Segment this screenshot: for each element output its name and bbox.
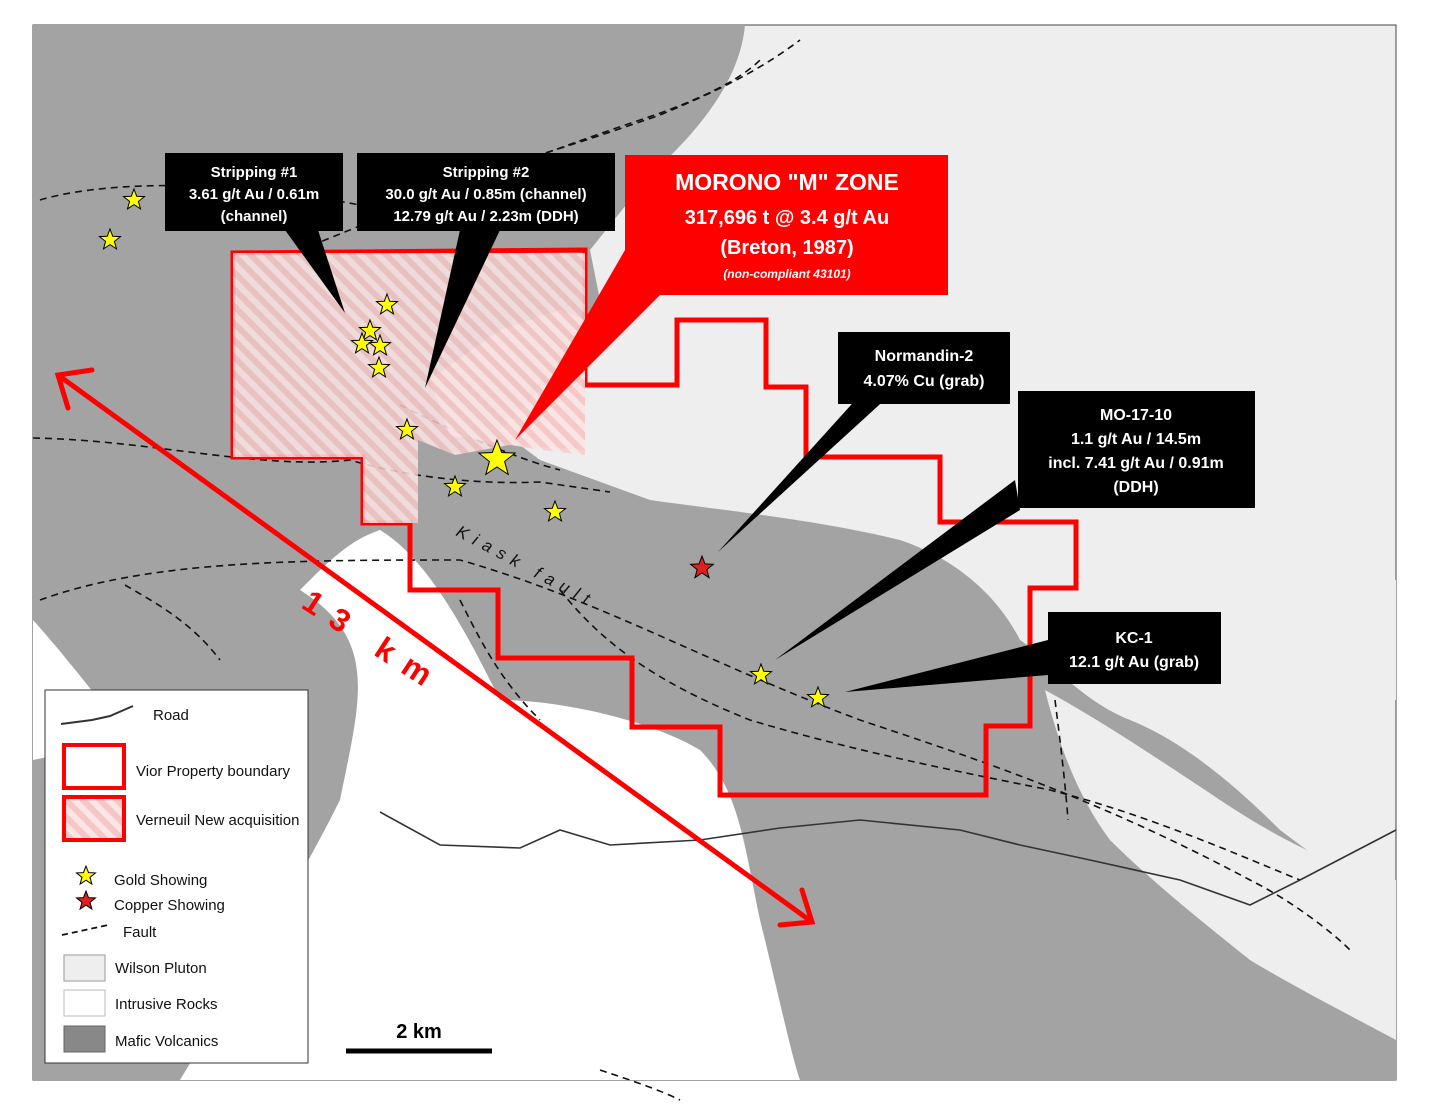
legend-pluton-label: Wilson Pluton: [115, 960, 207, 977]
callout-morono: MORONO "M" ZONE 317,696 t @ 3.4 g/t Au (…: [625, 155, 948, 295]
gold-showing-star-icon: [98, 227, 122, 251]
callout-stripping2-line3: 12.79 g/t Au / 2.23m (DDH): [393, 208, 578, 225]
legend-mafic-symbol: [63, 1025, 106, 1053]
callout-stripping1-line3: (channel): [221, 208, 288, 225]
legend-gold-star-icon: [75, 864, 97, 886]
gold-showing-star-icon: [358, 318, 382, 342]
verneuil-new-acquisition-extension: [430, 310, 585, 455]
legend-copper-star-shape: [75, 889, 97, 911]
legend-property-label: Vior Property boundary: [136, 763, 290, 780]
gold-showings: [98, 187, 830, 709]
legend-acquisition-symbol: [62, 795, 126, 842]
morono-title: MORONO "M" ZONE: [675, 169, 899, 195]
scale-label: 2 km: [396, 1021, 442, 1043]
legend-gold-star-shape: [75, 864, 97, 886]
copper-showing-star-icon: [689, 554, 715, 579]
callout-stripping1-line1: Stripping #1: [211, 164, 298, 181]
legend-copper-label: Copper Showing: [114, 897, 225, 914]
callout-mo1710-line1: MO-17-10: [1100, 407, 1172, 424]
callout-kc1: KC-1 12.1 g/t Au (grab): [1048, 612, 1221, 684]
gold-showing-star-icon: [543, 499, 567, 523]
copper-showings: [689, 554, 715, 579]
wilson-pluton-area: [1045, 690, 1396, 1040]
legend-road-symbol: [60, 705, 134, 725]
legend-intrusive-symbol: [63, 989, 106, 1017]
legend-gold-label: Gold Showing: [114, 872, 207, 889]
legend: Road Vior Property boundary Verneuil New…: [44, 689, 309, 1064]
road-lines: [379, 811, 1397, 906]
callout-mo1710-line3: incl. 7.41 g/t Au / 0.91m: [1048, 455, 1223, 472]
legend-road-label: Road: [153, 707, 189, 724]
callout-mo1710-line4: (DDH): [1113, 479, 1158, 496]
callout-mo1710-line2: 1.1 g/t Au / 14.5m: [1071, 431, 1201, 448]
callout-stripping2-line2: 30.0 g/t Au / 0.85m (channel): [385, 186, 586, 203]
gold-showing-star-icon: [350, 331, 374, 355]
callout-stripping1-line2: 3.61 g/t Au / 0.61m: [189, 186, 319, 203]
legend-copper-star-icon: [75, 889, 97, 911]
gold-showing-star-icon: [367, 355, 391, 379]
morono-tonnage: 317,696 t @ 3.4 g/t Au: [685, 207, 889, 229]
morono-note: (non-compliant 43101): [723, 267, 850, 281]
gold-showing-star-icon: [395, 417, 419, 441]
distance-arrow: [54, 367, 816, 928]
gold-showing-star-icon: [749, 662, 773, 686]
gold-showing-star-icon: [477, 438, 517, 476]
intrusive-rocks-area: [180, 530, 800, 1080]
gold-showing-star-icon: [375, 292, 399, 316]
callout-normandin-line2: 4.07% Cu (grab): [864, 373, 985, 390]
gold-showing-star-icon: [368, 333, 392, 357]
callout-mo1710: MO-17-10 1.1 g/t Au / 14.5m incl. 7.41 g…: [1018, 391, 1255, 508]
verneuil-new-acquisition: [233, 253, 585, 523]
wilson-pluton-area-east: [1300, 520, 1396, 700]
callout-stripping2: Stripping #2 30.0 g/t Au / 0.85m (channe…: [357, 153, 615, 231]
legend-acquisition-label: Verneuil New acquisition: [136, 812, 299, 829]
callout-pointers: [285, 230, 1048, 692]
gold-showing-star-icon: [443, 474, 467, 498]
morono-source: (Breton, 1987): [720, 237, 853, 259]
gold-showing-star-icon: [122, 187, 146, 211]
scale-bar: 2 km: [346, 1021, 492, 1054]
legend-property-symbol: [62, 743, 126, 790]
legend-intrusive-label: Intrusive Rocks: [115, 996, 218, 1013]
legend-fault-symbol: [61, 924, 109, 936]
legend-pluton-symbol: [63, 954, 106, 982]
callout-kc1-line1: KC-1: [1115, 630, 1152, 647]
callout-normandin-line1: Normandin-2: [875, 348, 974, 365]
callout-kc1-line2: 12.1 g/t Au (grab): [1069, 654, 1199, 671]
legend-mafic-label: Mafic Volcanics: [115, 1033, 218, 1050]
legend-fault-label: Fault: [123, 924, 157, 941]
callout-stripping2-line1: Stripping #2: [443, 164, 530, 181]
callout-normandin: Normandin-2 4.07% Cu (grab): [838, 332, 1010, 404]
gold-showing-star-icon: [806, 685, 830, 709]
callout-stripping1: Stripping #1 3.61 g/t Au / 0.61m (channe…: [165, 153, 343, 231]
morono-pointer: [515, 250, 665, 440]
